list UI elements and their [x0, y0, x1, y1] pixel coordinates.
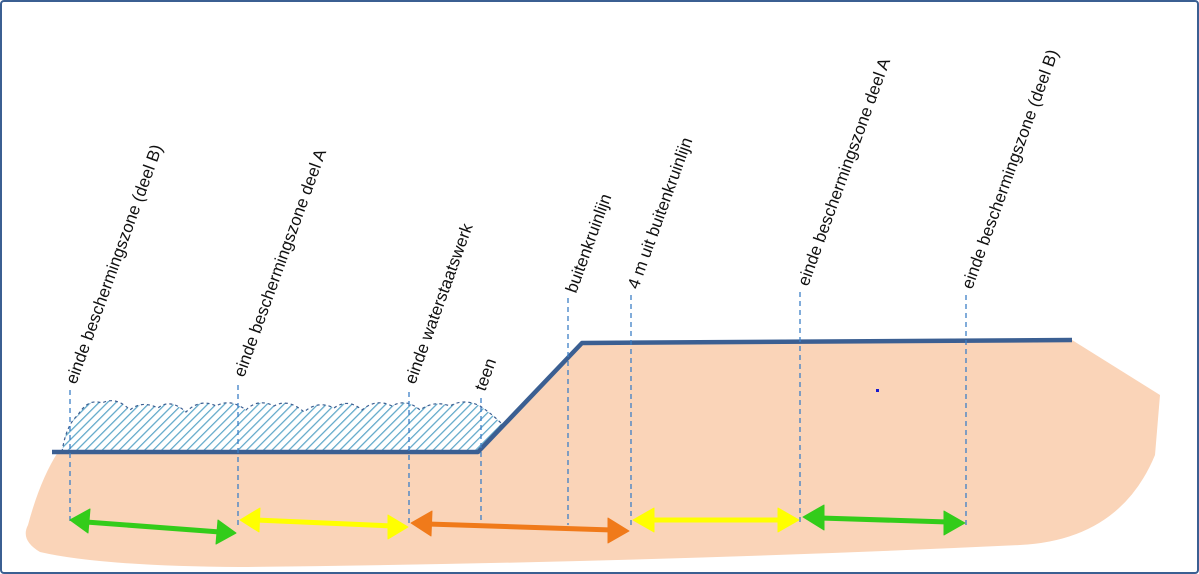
ground-body — [25, 340, 1161, 567]
label-bescherming-b-right: einde beschermingszone (deel B) — [958, 47, 1062, 291]
label-teen: teen — [471, 356, 500, 394]
water-area — [61, 400, 503, 453]
arrow-zone-b-left — [69, 508, 237, 545]
label-bescherming-a-left: einde beschermingszone deel A — [230, 146, 331, 380]
dike-profile-line — [52, 337, 1073, 455]
label-vier-m: 4 m uit buitenkruinlijn — [624, 135, 696, 292]
label-waterstaatswerk: einde waterstaatswerk — [401, 220, 477, 386]
label-bescherming-a-right: einde beschermingszone deel A — [794, 55, 895, 289]
marker-dot — [876, 389, 879, 392]
label-buitenkruinlijn: buitenkruinlijn — [562, 191, 615, 295]
zone-arrows — [69, 504, 966, 545]
arrow-zone-a-left — [239, 507, 409, 540]
label-bescherming-b-left: einde beschermingszone (deel B) — [62, 142, 166, 386]
arrow-zone-b-right — [802, 504, 966, 536]
arrow-zone-a-right — [632, 507, 800, 533]
arrow-core-zone — [410, 510, 630, 544]
reference-lines — [69, 292, 967, 525]
